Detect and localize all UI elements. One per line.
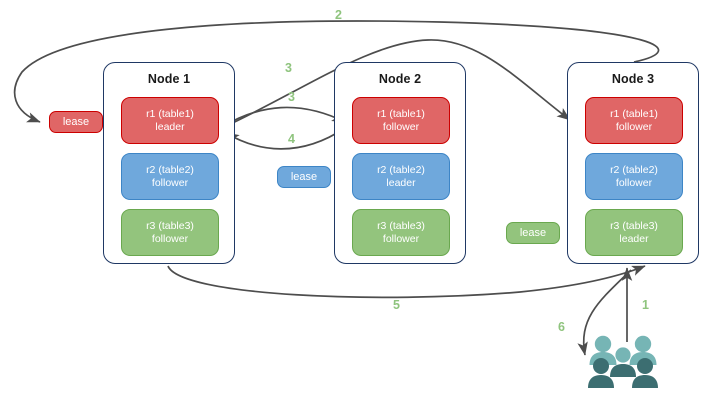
lease-badge-green[interactable]: lease (506, 222, 560, 244)
replica-n2r1-name: r1 (table1) (377, 107, 425, 120)
node3-title: Node 3 (611, 72, 655, 86)
replica-n3r2-role: follower (615, 176, 653, 189)
edge-3-node1-to-node3 (221, 39, 571, 129)
replica-n3r1-name: r1 (table1) (610, 107, 658, 120)
edge-2-node3-to-lease-red (13, 20, 660, 123)
replica-n2r3[interactable]: r3 (table3) follower (352, 209, 450, 256)
edge-label-3-upper: 3 (285, 61, 292, 75)
replica-n1r1-role: leader (155, 120, 185, 133)
edge-label-1: 1 (642, 298, 649, 312)
replica-n1r1[interactable]: r1 (table1) leader (121, 97, 219, 144)
lease-badge-blue[interactable]: lease (277, 166, 331, 188)
lease-badge-red-label: lease (62, 116, 90, 128)
replica-n2r1-role: follower (382, 120, 420, 133)
replica-n2r2-name: r2 (table2) (377, 163, 425, 176)
lease-badge-green-label: lease (519, 227, 547, 239)
replica-n1r3-name: r3 (table3) (146, 219, 194, 232)
node1-title: Node 1 (147, 72, 191, 86)
replica-n1r2[interactable]: r2 (table2) follower (121, 153, 219, 200)
edge-4-node2-to-node1 (225, 127, 346, 150)
client-users-group[interactable] (586, 333, 660, 391)
node-box-node3[interactable]: Node 3 r1 (table1) follower r2 (table2) … (567, 62, 699, 264)
replica-n1r2-role: follower (151, 176, 189, 189)
node2-title: Node 2 (378, 72, 422, 86)
replica-n2r2[interactable]: r2 (table2) leader (352, 153, 450, 200)
edge-label-6: 6 (558, 320, 565, 334)
users-icon (588, 335, 658, 388)
edge-5-node1-to-node3 (167, 265, 646, 299)
node-box-node1[interactable]: Node 1 r1 (table1) leader r2 (table2) fo… (103, 62, 235, 264)
replica-n3r3-name: r3 (table3) (610, 219, 658, 232)
replica-n3r2-name: r2 (table2) (610, 163, 658, 176)
replica-n3r1-role: follower (615, 120, 653, 133)
edge-label-5: 5 (393, 298, 400, 312)
lease-badge-blue-label: lease (290, 171, 318, 183)
replica-n1r3[interactable]: r3 (table3) follower (121, 209, 219, 256)
replica-n2r1[interactable]: r1 (table1) follower (352, 97, 450, 144)
replica-n1r3-role: follower (151, 232, 189, 245)
edge-6-node3-to-client (577, 269, 632, 356)
replica-n3r3-role: leader (619, 232, 649, 245)
node-box-node2[interactable]: Node 2 r1 (table1) follower r2 (table2) … (334, 62, 466, 264)
lease-badge-red[interactable]: lease (49, 111, 103, 133)
edge-label-4: 4 (288, 132, 295, 146)
replica-n3r2[interactable]: r2 (table2) follower (585, 153, 683, 200)
edge-label-2: 2 (335, 8, 342, 22)
replica-n1r2-name: r2 (table2) (146, 163, 194, 176)
replica-n1r1-name: r1 (table1) (146, 107, 194, 120)
replica-n3r3[interactable]: r3 (table3) leader (585, 209, 683, 256)
replica-n2r3-name: r3 (table3) (377, 219, 425, 232)
edge-label-3-lower: 3 (288, 90, 295, 104)
edge-3-node1-to-node2 (221, 106, 346, 128)
replica-n3r1[interactable]: r1 (table1) follower (585, 97, 683, 144)
replica-n2r2-role: leader (386, 176, 416, 189)
replica-n2r3-role: follower (382, 232, 420, 245)
